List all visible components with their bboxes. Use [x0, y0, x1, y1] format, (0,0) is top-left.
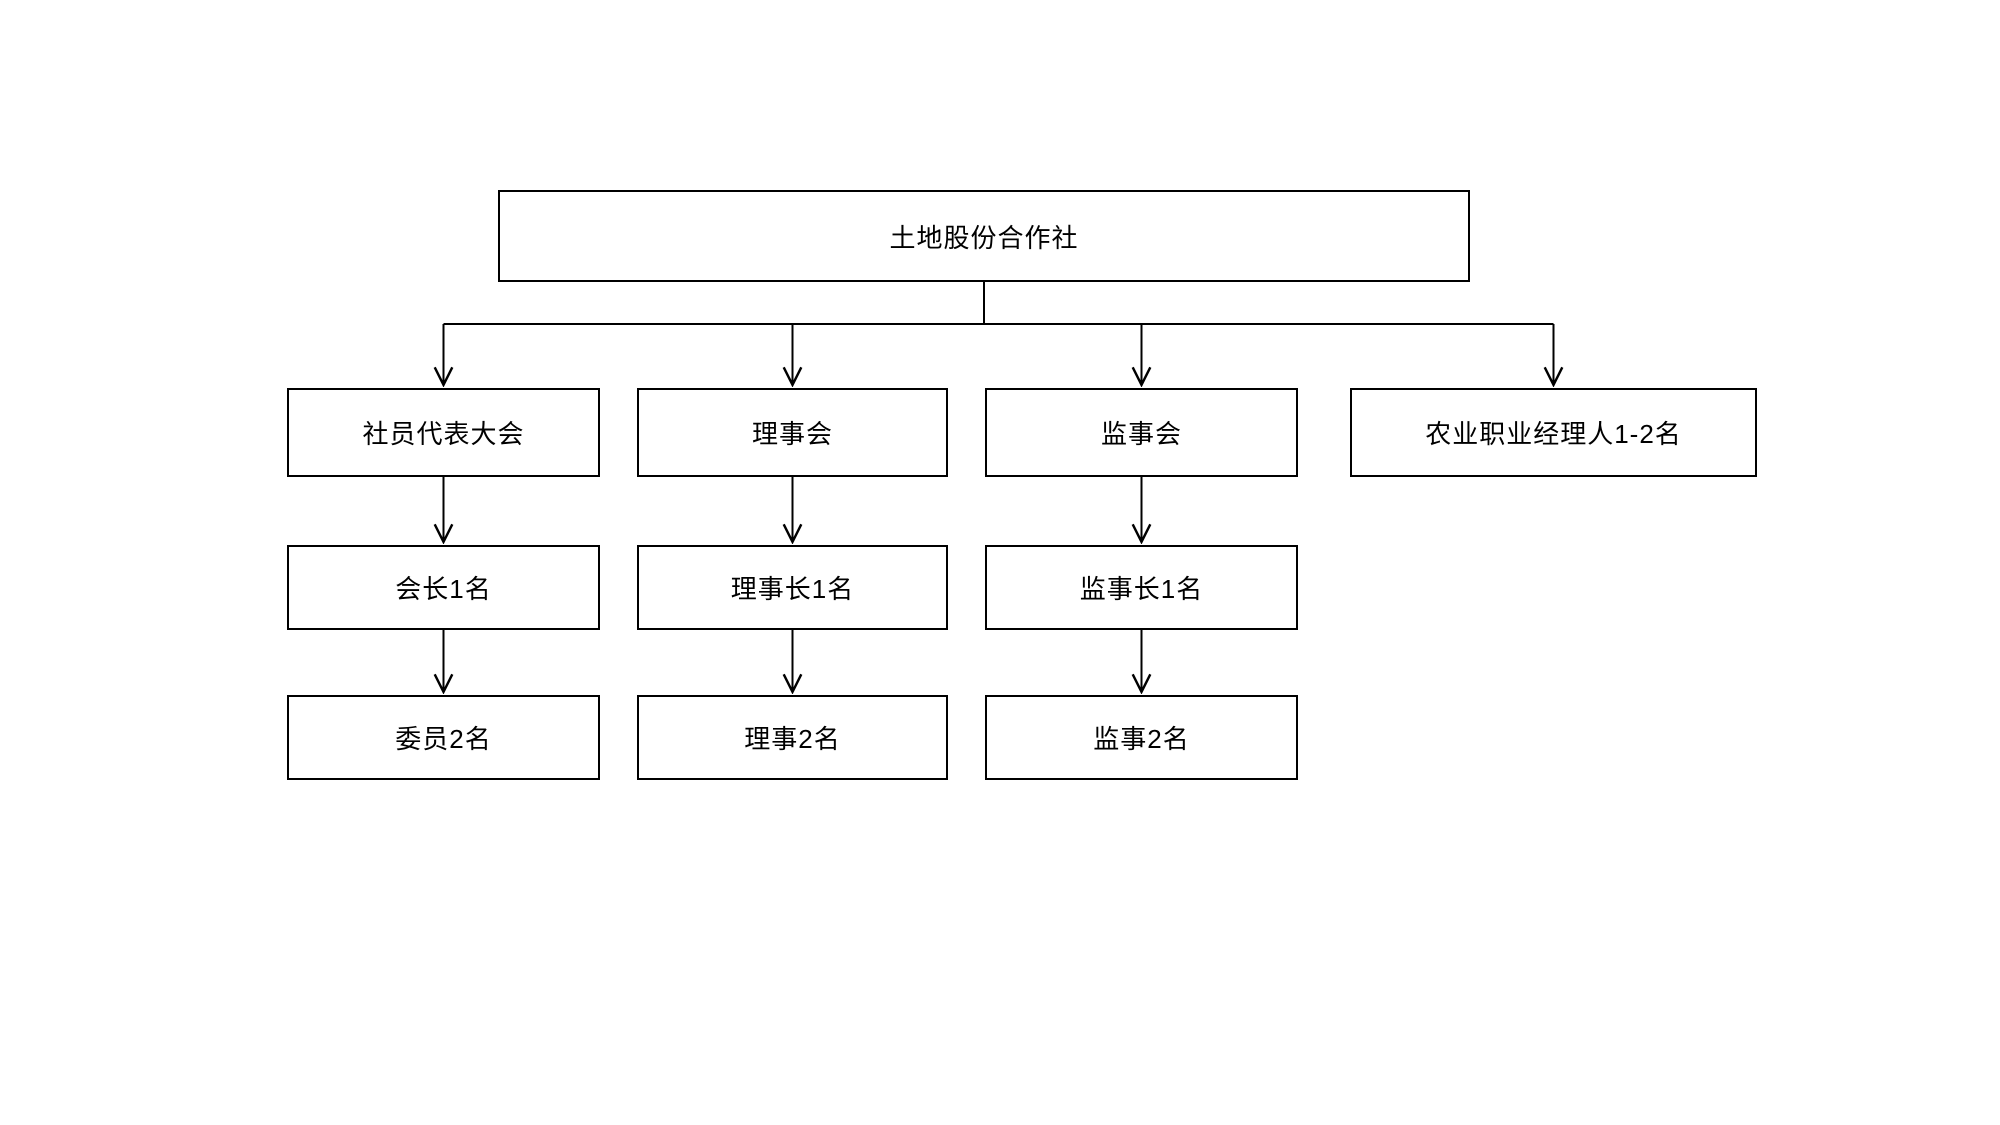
node-supervisory-chair: 监事长1名 — [985, 545, 1298, 630]
node-supervisory-chair-label: 监事长1名 — [1079, 574, 1204, 604]
node-supervisors: 监事2名 — [985, 695, 1298, 780]
node-council-members-label: 理事2名 — [744, 724, 841, 754]
node-council-chair: 理事长1名 — [637, 545, 948, 630]
node-agricultural-manager: 农业职业经理人1-2名 — [1350, 388, 1757, 477]
node-council: 理事会 — [637, 388, 948, 477]
node-root-label: 土地股份合作社 — [889, 222, 1079, 253]
node-council-members: 理事2名 — [637, 695, 948, 780]
node-president: 会长1名 — [287, 545, 600, 630]
node-supervisory-board: 监事会 — [985, 388, 1298, 477]
node-root: 土地股份合作社 — [498, 190, 1470, 282]
node-supervisors-label: 监事2名 — [1093, 724, 1190, 754]
node-supervisory-board-label: 监事会 — [1100, 419, 1182, 449]
node-council-chair-label: 理事长1名 — [730, 574, 855, 604]
node-members-assembly-label: 社员代表大会 — [362, 419, 525, 449]
node-members-assembly: 社员代表大会 — [287, 388, 600, 477]
node-president-label: 会长1名 — [395, 574, 492, 604]
node-council-label: 理事会 — [751, 419, 833, 449]
node-committee-members-label: 委员2名 — [395, 724, 492, 754]
node-committee-members: 委员2名 — [287, 695, 600, 780]
node-agricultural-manager-label: 农业职业经理人1-2名 — [1425, 419, 1682, 449]
